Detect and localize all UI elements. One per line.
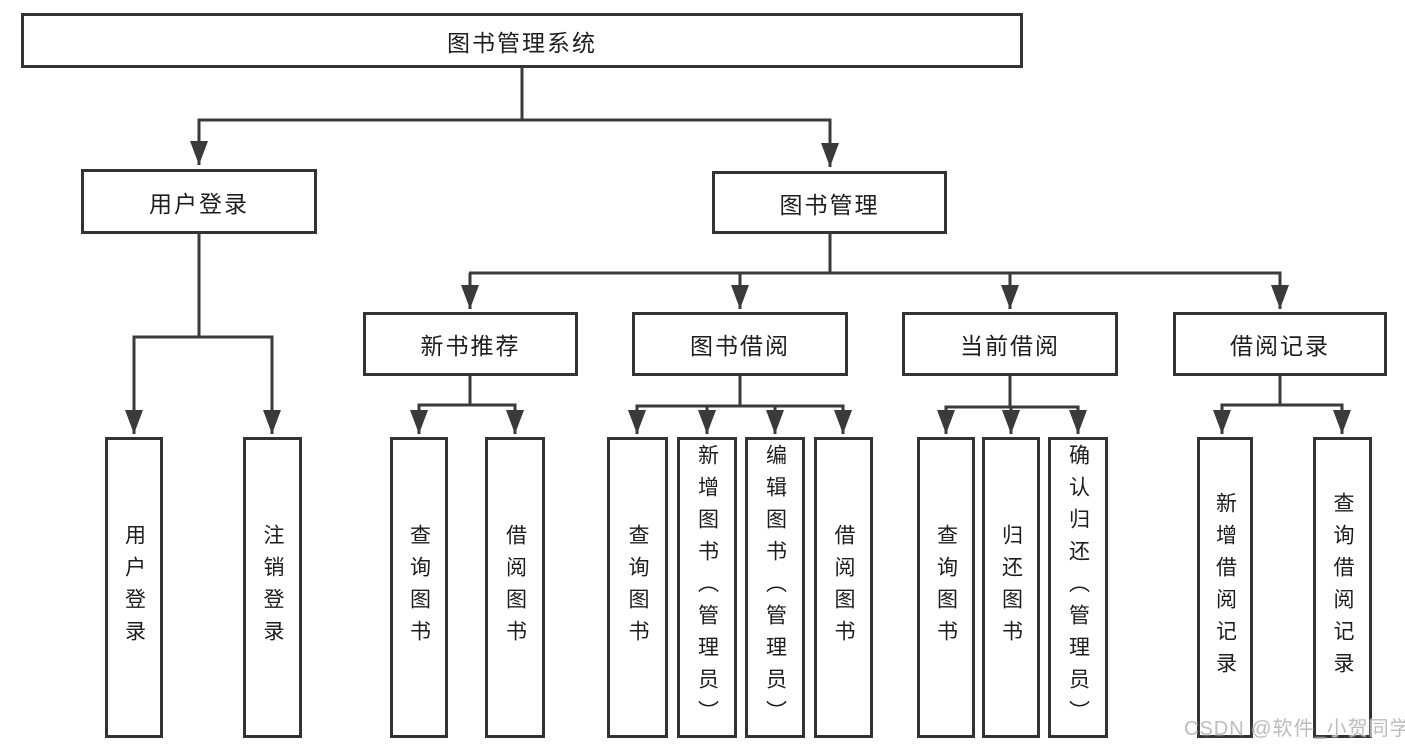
leaf-label: 确认归还（管理员） [1066, 443, 1090, 732]
book-management-connectors [461, 234, 1289, 309]
leaf-label: 注销登录 [261, 523, 284, 652]
leaf-label: 查询图书 [934, 523, 958, 652]
leaf-label: 查询图书 [407, 523, 431, 652]
borrowing-records-connectors [1213, 376, 1351, 434]
node-current-borrowing: 当前借阅 [902, 312, 1118, 376]
leaf-borrowing-edit-book-admin: 编辑图书（管理员） [745, 437, 805, 738]
leaf-current-return-book: 归还图书 [982, 437, 1040, 738]
leaf-records-search-record: 查询借阅记录 [1313, 437, 1372, 738]
leaf-label: 借阅图书 [503, 523, 527, 652]
leaf-label: 归还图书 [999, 523, 1023, 652]
leaf-recommend-search-book: 查询图书 [390, 437, 448, 738]
node-book-management: 图书管理 [712, 171, 947, 234]
book-borrowing-connectors [628, 376, 852, 434]
leaf-recommend-borrow-book: 借阅图书 [485, 437, 545, 738]
watermark-text: CSDN @软件_小贺同学 [1184, 718, 1405, 740]
leaf-label: 查询图书 [626, 523, 649, 652]
leaf-label: 查询借阅记录 [1331, 491, 1354, 684]
leaf-label: 新增图书（管理员） [695, 443, 719, 732]
user-login-connectors [125, 234, 281, 434]
node-user-login: 用户登录 [81, 169, 317, 234]
leaf-current-confirm-return-admin: 确认归还（管理员） [1048, 437, 1108, 738]
node-borrowing-records: 借阅记录 [1173, 312, 1387, 376]
leaf-borrowing-search-book: 查询图书 [607, 437, 668, 738]
leaf-records-add-record: 新增借阅记录 [1197, 437, 1253, 738]
leaf-borrowing-add-book-admin: 新增图书（管理员） [677, 437, 737, 738]
node-library-management-system: 图书管理系统 [21, 13, 1023, 68]
node-book-borrowing: 图书借阅 [632, 312, 848, 376]
leaf-label: 新增借阅记录 [1213, 491, 1237, 684]
leaf-logout-login: 注销登录 [243, 437, 302, 738]
root-connectors [190, 68, 839, 167]
new-book-recommend-connectors [410, 376, 524, 434]
leaf-user-login: 用户登录 [105, 437, 163, 738]
leaf-label: 用户登录 [122, 523, 146, 652]
leaf-current-search-book: 查询图书 [917, 437, 975, 738]
node-new-book-recommend: 新书推荐 [363, 312, 578, 376]
leaf-label: 借阅图书 [832, 523, 855, 652]
current-borrowing-connectors [937, 376, 1087, 434]
leaf-borrowing-borrow-book: 借阅图书 [814, 437, 873, 738]
leaf-label: 编辑图书（管理员） [763, 443, 787, 732]
